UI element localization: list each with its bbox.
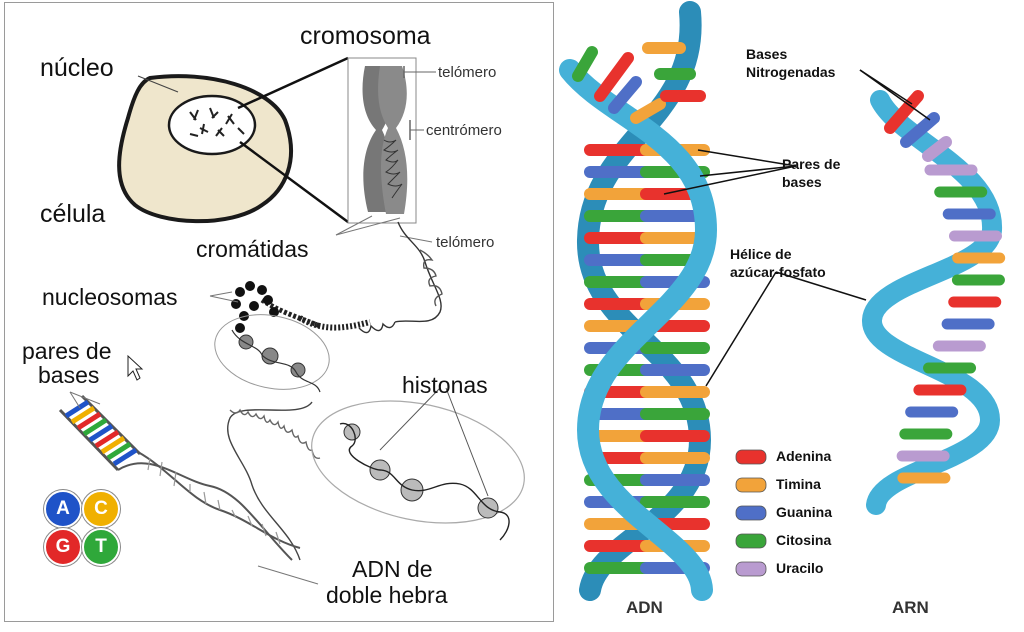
label-dna-double-1: ADN de bbox=[352, 556, 433, 582]
dna-strand-middle bbox=[227, 401, 321, 561]
label-telomere-bottom: telómero bbox=[436, 234, 495, 251]
legend-label-citosina: Citosina bbox=[776, 532, 832, 548]
label-helix-2: azúcar-fosfato bbox=[730, 264, 826, 280]
label-helix-1: Hélice de bbox=[730, 246, 792, 262]
title-dna: ADN bbox=[626, 598, 663, 617]
label-centromere: centrómero bbox=[426, 122, 502, 139]
label-histones: histonas bbox=[402, 372, 488, 398]
base-badge-a: A bbox=[44, 490, 82, 528]
legend-swatch-guanina bbox=[735, 505, 767, 521]
legend-swatch-citosina bbox=[735, 533, 767, 549]
legend-label-guanina: Guanina bbox=[776, 504, 833, 520]
label-base-pairs-1: pares de bbox=[22, 338, 112, 364]
legend-swatches bbox=[735, 449, 767, 577]
legend-swatch-uracilo bbox=[735, 561, 767, 577]
label-cell: célula bbox=[40, 200, 106, 228]
title-rna: ARN bbox=[892, 598, 929, 617]
label-nucleosomes: nucleosomas bbox=[42, 284, 178, 310]
label-nitro-2: Nitrogenadas bbox=[746, 64, 836, 80]
base-badge-t: T bbox=[82, 528, 120, 566]
label-chromosome: cromosoma bbox=[300, 22, 431, 50]
cell-illustration bbox=[117, 56, 349, 224]
label-telomere-top: telómero bbox=[438, 64, 497, 81]
base-badge-g: G bbox=[44, 528, 82, 566]
legend-label-timina: Timina bbox=[776, 476, 821, 492]
rna-strand bbox=[862, 90, 1006, 515]
base-pair-ladder bbox=[58, 391, 319, 585]
nucleosome-beads bbox=[231, 281, 279, 333]
nucleosome-ellipse bbox=[214, 314, 330, 393]
legend-swatch-adenina bbox=[735, 449, 767, 465]
dna-top-bases bbox=[572, 42, 706, 124]
legend-swatch-timina bbox=[735, 477, 767, 493]
legend-label-adenina: Adenina bbox=[776, 448, 832, 464]
label-pairs-2: bases bbox=[782, 174, 822, 190]
legend-label-uracilo: Uracilo bbox=[776, 560, 824, 576]
label-nucleus: núcleo bbox=[40, 54, 114, 82]
label-dna-double-2: doble hebra bbox=[326, 582, 448, 608]
label-chromatids: cromátidas bbox=[196, 236, 309, 262]
label-nitro-1: Bases bbox=[746, 46, 788, 62]
label-base-pairs-2: bases bbox=[38, 362, 100, 388]
label-pairs-1: Pares de bbox=[782, 156, 841, 172]
nucleus-shape bbox=[167, 94, 257, 156]
leader-lines-right bbox=[663, 69, 931, 387]
chromosome-illustration bbox=[335, 57, 436, 243]
base-badge-c: C bbox=[82, 490, 120, 528]
mouse-cursor-icon bbox=[127, 354, 144, 381]
dna-helix bbox=[559, 1, 718, 601]
histones-ellipse bbox=[311, 387, 525, 541]
